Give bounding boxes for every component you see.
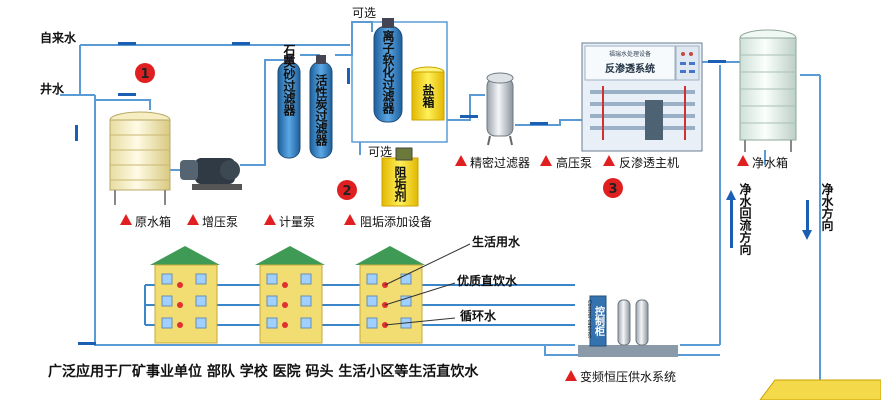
metering-pump-label: 计量泵 [279,215,315,229]
quartz-filter-text: 石英砂过滤器 [282,44,296,117]
optional-softener-label: 可选 [352,6,376,20]
quartz-sand-filter [277,55,301,159]
application-footer: 广泛应用于厂矿事业单位 部队 学校 医院 码头 生活小区等生活直饮水 [48,363,479,380]
triangle-markers [120,155,749,381]
residential-buildings [150,246,425,344]
step-markers: 1 2 3 [135,63,623,200]
step-marker-3-label: 3 [608,182,617,197]
flow-arrows [75,42,812,355]
triangle-icon [603,155,615,166]
arrow-right-icon [232,42,250,45]
ion-softener-label: 离子软化过滤器 [381,29,395,115]
arrow-down-icon [806,200,809,232]
arrow-down-icon [75,125,78,141]
clean-flow-label: 净水方向 [820,182,834,232]
arrow-up-icon [730,198,733,248]
arrow-right-icon [530,122,548,125]
direct-drinking-label: 优质直饮水 [457,273,518,288]
carbon-filter-label: 活性炭过滤器 [314,73,328,147]
clean-water-tank [739,29,797,152]
booster-pump [180,158,242,190]
salt-box [411,66,445,121]
ion-softener-filter [373,18,403,123]
well-water-label: 井水 [40,81,65,96]
arrow-up-head-icon [726,190,736,200]
building-icon [150,246,220,344]
raw-tank-label: 原水箱 [135,214,171,229]
reverse-osmosis-unit [581,42,703,152]
domestic-water-label: 生活用水 [472,234,521,249]
arrow-right-icon [118,93,136,96]
step-marker-1-label: 1 [140,67,149,82]
triangle-icon [120,214,132,225]
optional-scale-label: 可选 [368,145,392,159]
quartz-filter-label: 石英砂过滤器 [282,44,296,117]
return-flow-label: 净水回流方向 [738,182,752,256]
raw-water-tank [109,111,171,205]
arrow-down-head-icon [802,230,812,240]
ro-panel-header: 福瑞水处理设备 [609,50,651,58]
triangle-icon [455,155,467,166]
control-cabinet-label: 控制柜 [593,305,606,337]
step-marker-2-label: 2 [342,184,351,199]
triangle-icon [565,370,577,381]
triangle-icon [187,214,199,225]
salt-box-label: 盐箱 [421,83,435,109]
corner-decoration [759,379,881,400]
scale-dosing-label: 阻垢添加设备 [360,215,432,229]
arrow-down-icon [347,68,350,84]
circulating-label: 循环水 [460,308,497,323]
triangle-icon [264,214,276,225]
control-cabinet-sub: Control cabinet [586,300,592,338]
ro-panel-title: 反渗透系统 [605,62,655,75]
ro-main-label: 反渗透主机 [619,155,679,170]
arrow-right-icon [460,115,478,118]
triangle-icon [737,155,749,166]
arrow-right-icon [118,42,136,45]
building-icon [255,246,325,344]
activated-carbon-filter [309,55,333,159]
triangle-icon [540,155,552,166]
precision-filter-label: 精密过滤器 [470,155,530,170]
building-icon [355,246,425,344]
scale-inhibitor-tank [381,147,419,207]
vfd-supply-label: 变频恒压供水系统 [580,369,676,384]
triangle-icon [344,214,356,225]
tap-water-label: 自来水 [40,30,77,45]
vfd-supply-system [578,295,678,357]
high-pressure-pump-label: 高压泵 [556,155,592,170]
arrow-right-icon [708,60,726,63]
step-marker-3 [603,178,623,198]
step-marker-1 [135,63,155,83]
precision-filter [486,72,514,146]
step-marker-2 [337,180,357,200]
callout-lines [384,243,471,326]
booster-pump-label: 增压泵 [202,215,238,229]
clean-tank-label: 净水箱 [752,155,788,170]
arrow-left-icon [78,342,96,345]
scale-inhibitor-label: 阻垢剂 [393,165,407,203]
